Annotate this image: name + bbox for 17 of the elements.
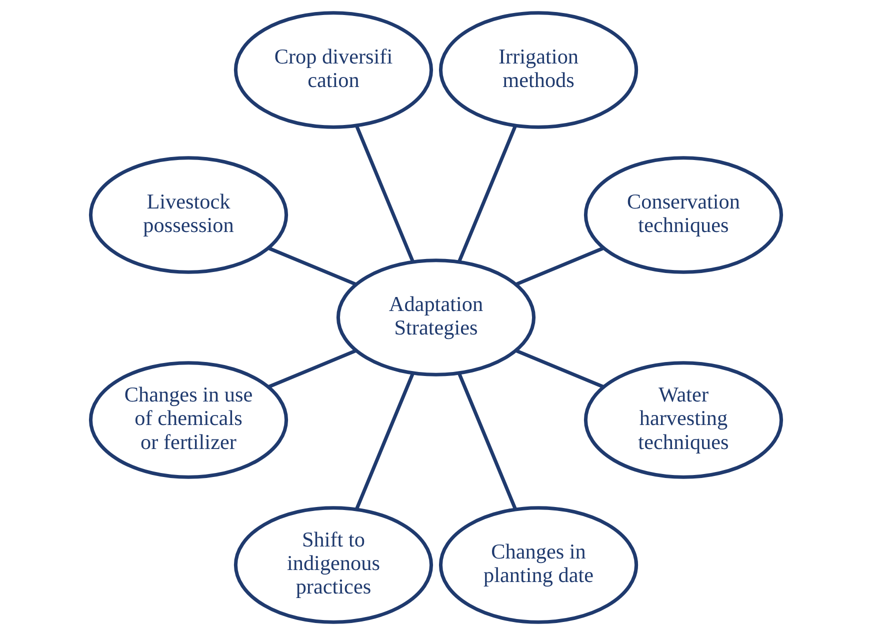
connector	[457, 372, 518, 510]
node-ellipse: Irrigation methods	[438, 11, 638, 129]
node-ellipse: Shift to indigenous practices	[234, 506, 434, 624]
node-ellipse: Water harvesting techniques	[584, 361, 784, 479]
connector	[268, 349, 357, 388]
node-ellipse: Conservation techniques	[584, 156, 784, 274]
connector	[515, 349, 604, 388]
node-ellipse: Changes in use of chemicals or fertilizer	[88, 361, 288, 479]
connector	[515, 246, 604, 286]
connector	[457, 125, 518, 263]
node-ellipse: Crop diversification	[234, 11, 434, 129]
connector	[354, 372, 415, 510]
node-ellipse: Adaptation Strategies	[336, 258, 536, 376]
node-ellipse: Changes in planting date	[438, 506, 638, 624]
node-ellipse: Livestock possession	[88, 156, 288, 274]
connector	[354, 125, 415, 263]
connector	[268, 246, 357, 286]
